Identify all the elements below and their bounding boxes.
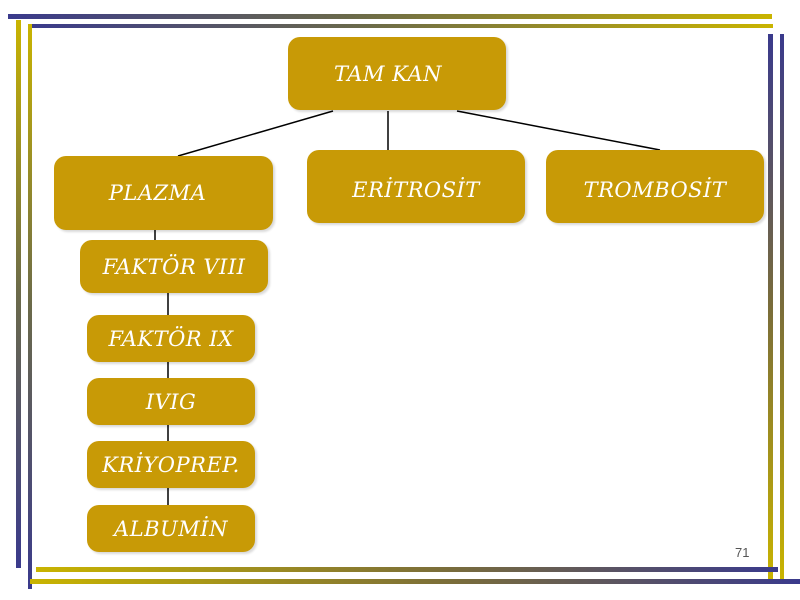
- node-eritrosit: ERİTROSİT: [307, 150, 525, 223]
- page-number: 71: [735, 545, 750, 560]
- node-albumin: ALBUMİN: [87, 505, 255, 552]
- node-tam-kan: TAM KAN: [288, 37, 506, 110]
- frame-right-bar-outer: [780, 34, 784, 580]
- frame-top-bar: [8, 14, 772, 19]
- node-plazma-label: PLAZMA: [108, 181, 207, 205]
- frame-left-bar-inner: [28, 24, 32, 589]
- node-faktor-viii-label: FAKTÖR VIII: [102, 254, 246, 279]
- node-ivig-label: IVIG: [145, 389, 197, 414]
- node-plazma: PLAZMA: [54, 156, 273, 230]
- connector-root-trombosit: [456, 110, 661, 151]
- node-kriyoprep-label: KRİYOPREP.: [102, 452, 240, 477]
- node-tam-kan-label: TAM KAN: [333, 61, 443, 86]
- frame-top-bar-inner: [28, 24, 773, 28]
- node-albumin-label: ALBUMİN: [114, 516, 228, 541]
- node-trombosit: TROMBOSİT: [546, 150, 764, 223]
- node-faktor-ix-label: FAKTÖR IX: [108, 326, 234, 351]
- connector-root-plazma: [177, 110, 334, 157]
- frame-right-bar: [768, 34, 773, 582]
- node-ivig: IVIG: [87, 378, 255, 425]
- frame-bottom-bar-outer: [30, 579, 800, 584]
- node-eritrosit-label: ERİTROSİT: [352, 178, 480, 202]
- node-trombosit-label: TROMBOSİT: [583, 178, 727, 202]
- frame-left-bar: [16, 20, 21, 568]
- frame-bottom-bar: [36, 567, 778, 572]
- node-faktor-viii: FAKTÖR VIII: [80, 240, 268, 293]
- node-faktor-ix: FAKTÖR IX: [87, 315, 255, 362]
- node-kriyoprep: KRİYOPREP.: [87, 441, 255, 488]
